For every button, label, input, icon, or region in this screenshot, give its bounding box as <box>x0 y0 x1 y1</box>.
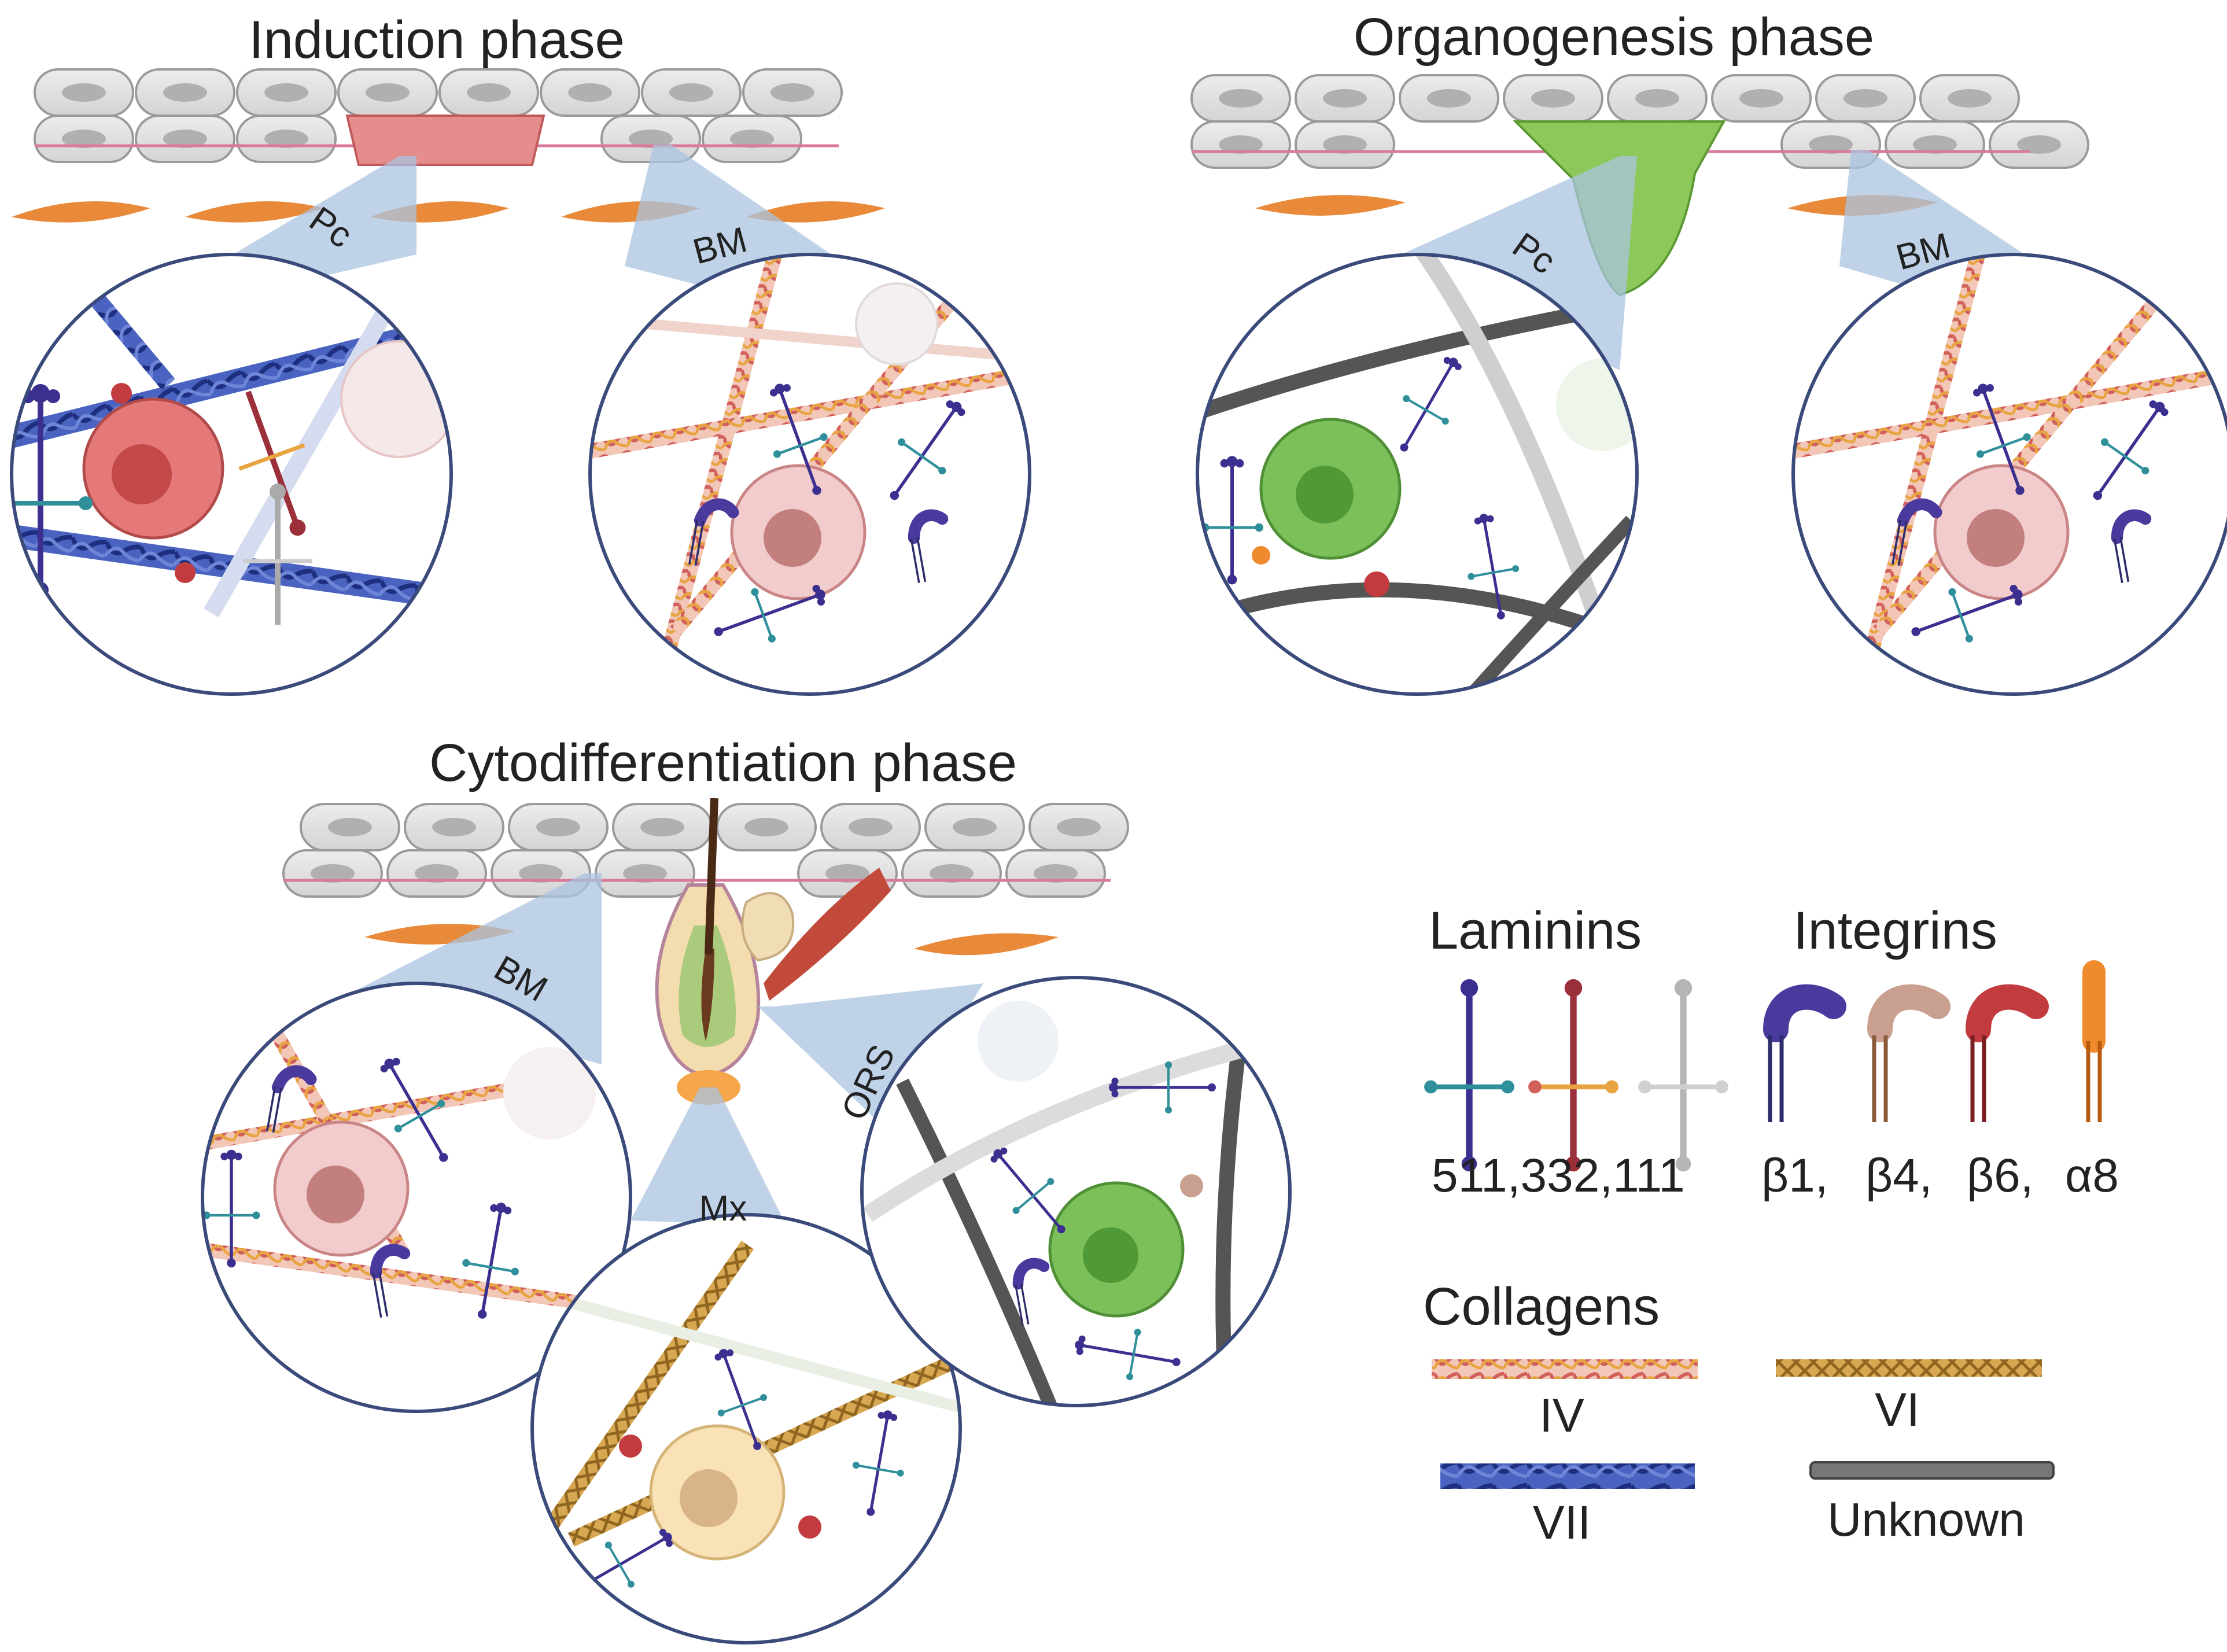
cytodifferentiation-zoom-cone-left <box>347 873 602 1064</box>
legend-integrins-heading: Integrins <box>1793 901 1997 960</box>
cytodifferentiation-epidermis <box>282 803 1129 898</box>
legend-integrin-a8: α8 <box>2065 1149 2119 1202</box>
collagen-vii-swatch <box>1440 1463 1695 1489</box>
laminin-511-icon <box>1424 979 1514 1172</box>
hair-follicle <box>655 798 891 1105</box>
integrin-a8-icon <box>2082 960 2106 1122</box>
organogenesis-zoom-pc: Pc <box>1196 225 1639 696</box>
cytodifferentiation-mx-label: Mx <box>699 1189 747 1229</box>
laminin-332-icon <box>1528 979 1618 1172</box>
collagen-iv-swatch <box>1432 1359 1698 1379</box>
induction-zoom-pc: Pc <box>10 199 453 696</box>
legend-laminins-values: 511,332,111 <box>1432 1149 1685 1202</box>
legend-collagens-heading: Collagens <box>1423 1277 1660 1336</box>
integrin-b1-icon <box>1763 984 1846 1122</box>
collagen-vi-swatch <box>1776 1359 2042 1377</box>
collagen-unknown-swatch <box>1809 1461 2055 1480</box>
organogenesis-zoom-cone-left <box>1388 156 1637 370</box>
legend-collagen-vi: VI <box>1875 1384 1919 1436</box>
induction-title: Induction phase <box>249 10 625 69</box>
legend-integrin-b1: β1, <box>1761 1149 1828 1202</box>
cytodifferentiation-zoom-mx: Mx <box>530 1189 962 1644</box>
cytodifferentiation-title: Cytodifferentiation phase <box>429 733 1017 792</box>
integrin-b6-icon <box>1966 984 2049 1122</box>
organogenesis-panel: Organogenesis phase <box>1190 8 2227 696</box>
cytodifferentiation-zoom-cone-middle <box>631 1087 787 1226</box>
organogenesis-title: Organogenesis phase <box>1354 8 1874 67</box>
induction-placode <box>345 115 545 166</box>
cytodifferentiation-zoom-cone-right <box>758 983 983 1134</box>
integrin-b4-icon <box>1867 984 1951 1122</box>
laminin-111-icon <box>1638 979 1728 1172</box>
organogenesis-zoom-bm: BM <box>1791 226 2227 696</box>
legend-integrin-b6: β6, <box>1967 1149 2034 1202</box>
induction-panel: Induction phase <box>10 10 1031 696</box>
cytodifferentiation-zoom-bm: BM <box>201 948 632 1413</box>
legend-collagen-vii: VII <box>1533 1496 1591 1549</box>
cytodifferentiation-panel: Cytodifferentiation phase <box>201 733 1292 1644</box>
legend: Laminins Integrins <box>1423 901 2119 1549</box>
legend-collagen-unknown: Unknown <box>1827 1494 2025 1546</box>
cytodifferentiation-zoom-ors: ORS <box>834 976 1292 1407</box>
legend-integrin-b4: β4, <box>1865 1149 1933 1202</box>
legend-collagen-iv: IV <box>1539 1389 1584 1442</box>
legend-laminins-heading: Laminins <box>1429 901 1642 960</box>
induction-zoom-bm: BM <box>588 220 1031 696</box>
